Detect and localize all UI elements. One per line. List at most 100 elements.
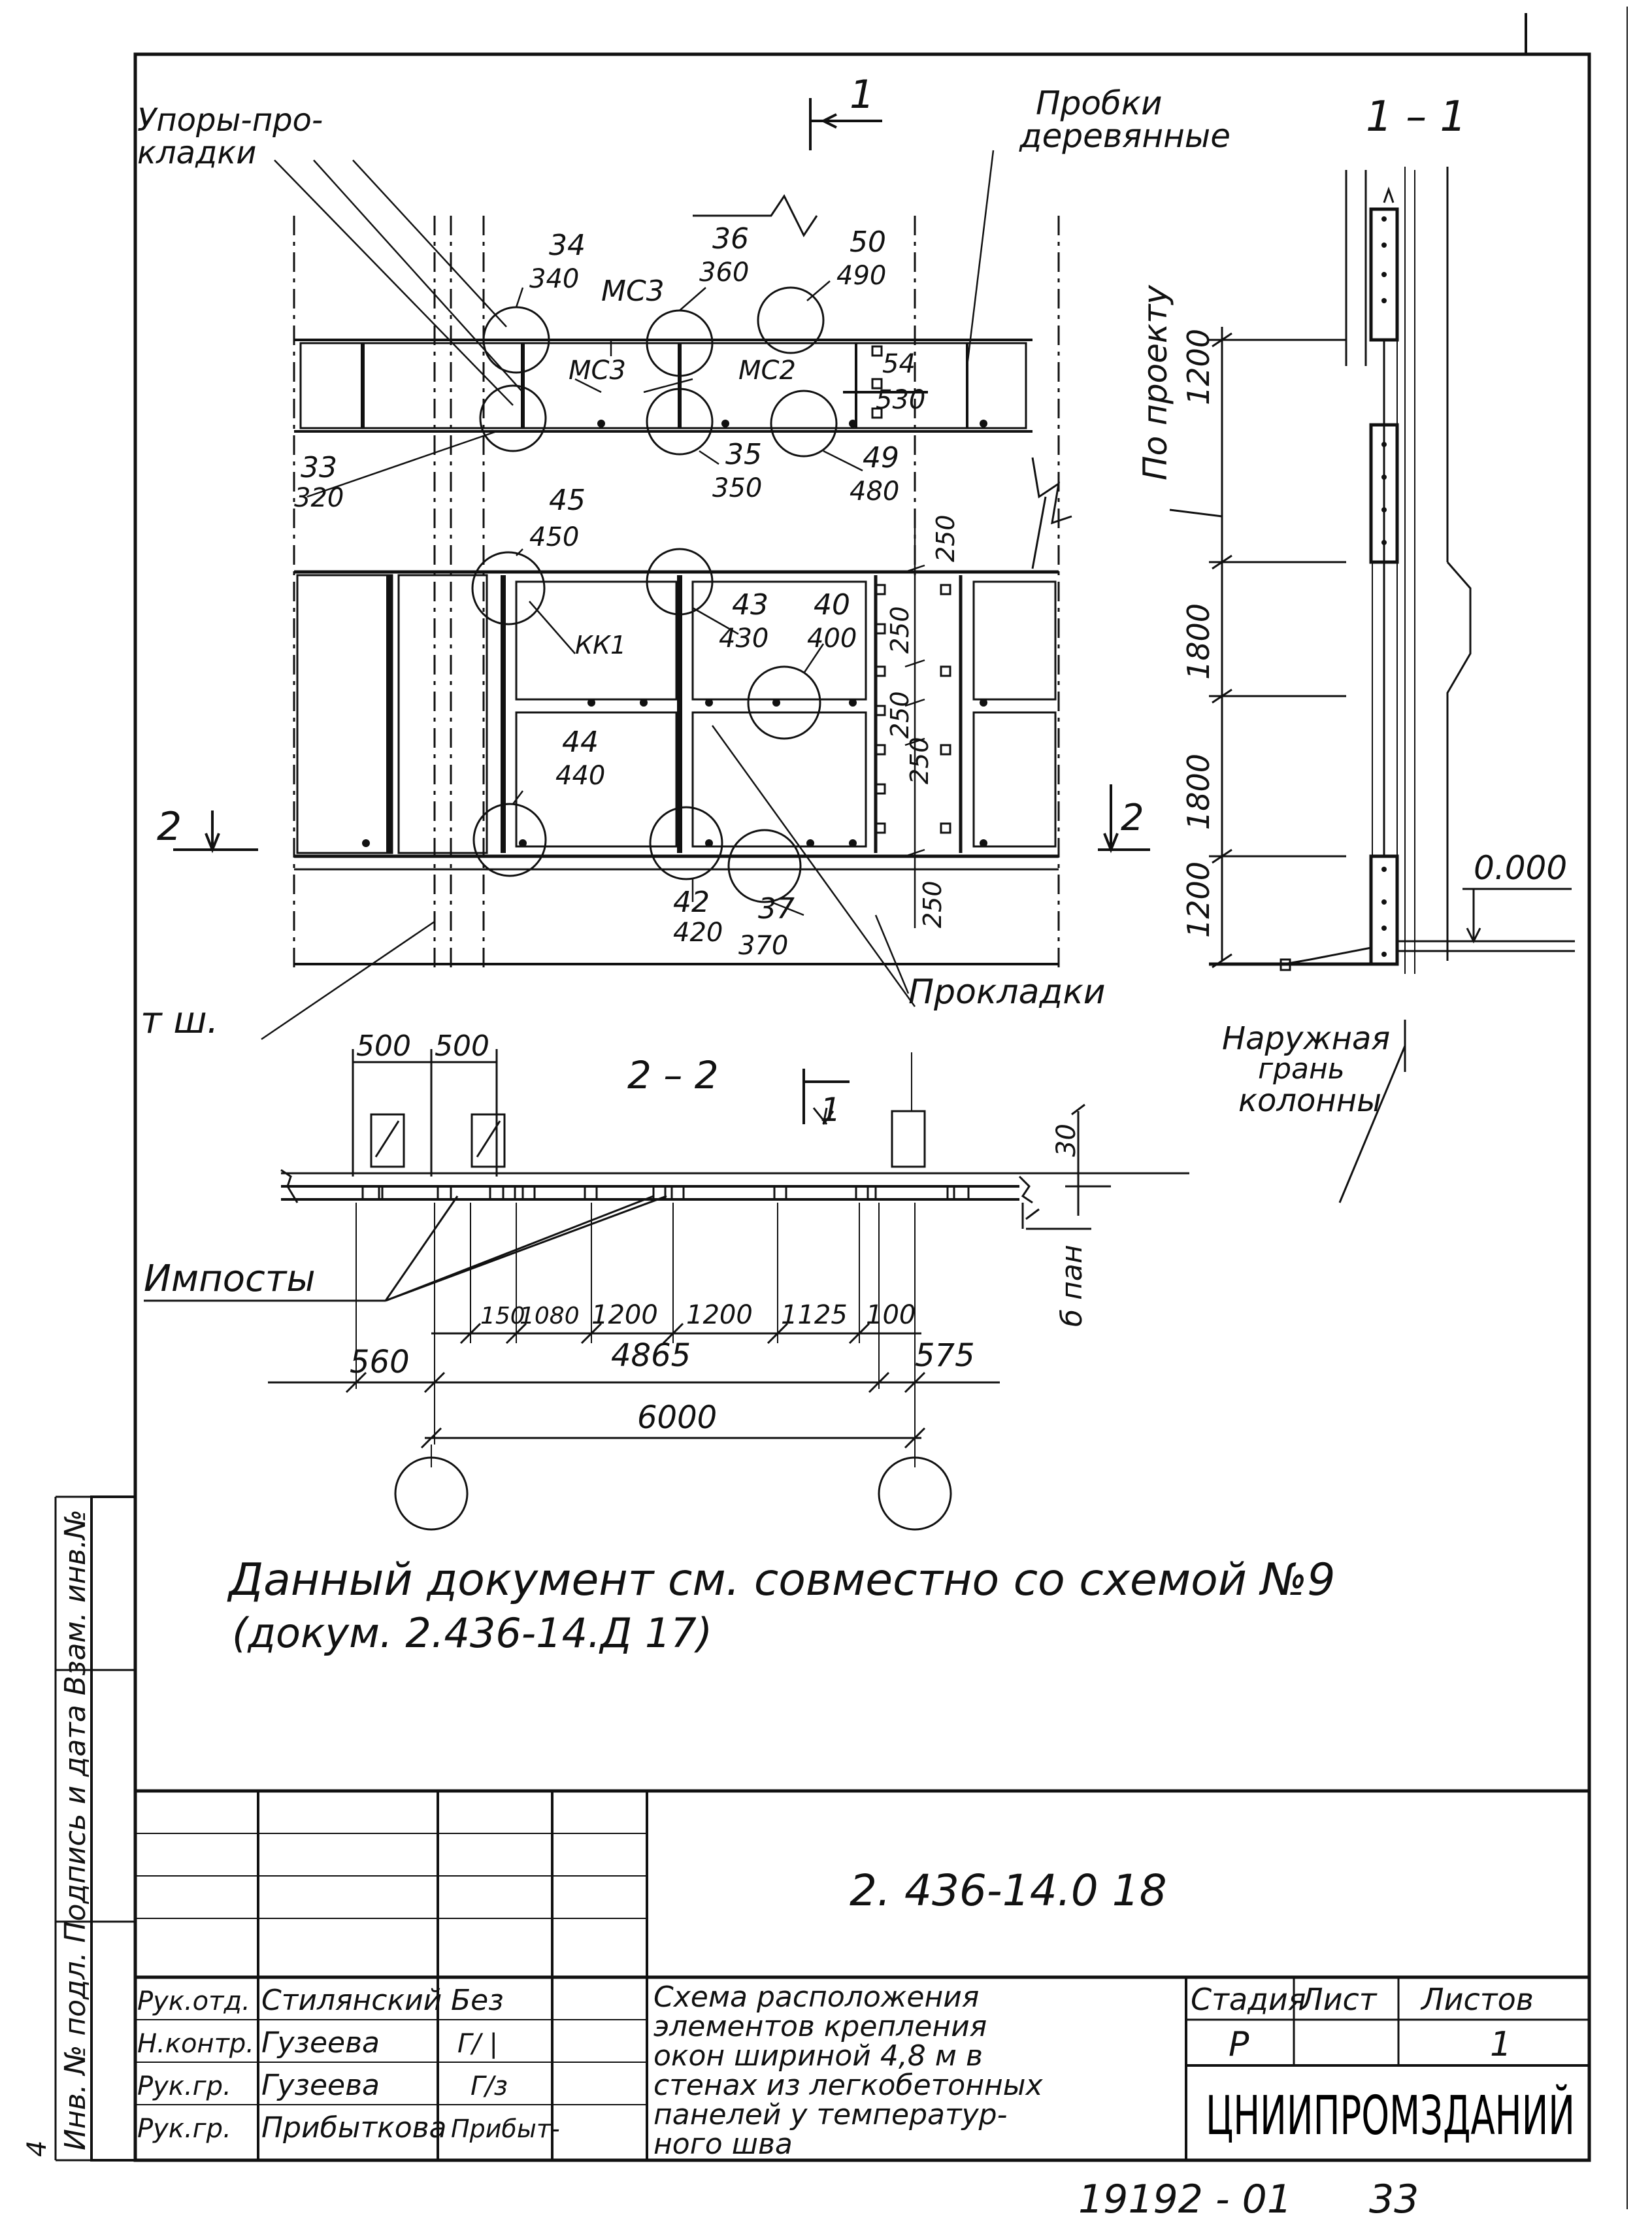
sign-1: Без <box>451 1984 504 2017</box>
dim-1800-b: 1800 <box>1181 754 1216 830</box>
callout-36-sub: 360 <box>699 258 749 288</box>
section-2-2 <box>144 1049 1189 1531</box>
corner-mark: 4 <box>22 2141 52 2157</box>
title-block-text: 2. 436-14.0 18 Рук.отд. Стилянский Без Н… <box>22 1865 1575 2222</box>
dim-1200-top: 1200 <box>1181 329 1216 405</box>
desc-line-2: элементов крепления <box>653 2010 987 2043</box>
bottom-code: 19192 - 01 <box>1078 2177 1292 2222</box>
callout-50-num: 50 <box>850 225 886 259</box>
sign-3: Г/з <box>471 2071 508 2101</box>
role-3: Рук.гр. <box>137 2071 231 2101</box>
label-upory-2: кладки <box>137 135 256 171</box>
section-mark-2-left: 2 <box>157 804 182 850</box>
dim-30: 30 <box>1051 1124 1082 1157</box>
label-prokladki: Прокладки <box>908 973 1106 1012</box>
desc-line-5: панелей у температур- <box>653 2098 1007 2131</box>
page-number: 33 <box>1369 2177 1419 2222</box>
dim-1125: 1125 <box>781 1300 848 1330</box>
facade-elevation <box>173 98 1150 1041</box>
desc-line-4: стенах из легкобетонных <box>653 2069 1043 2102</box>
label-kk1: КК1 <box>575 631 626 660</box>
desc-line-1: Схема расположения <box>653 1980 979 2014</box>
dim-250-a: 250 <box>931 514 960 562</box>
name-1: Стилянский <box>261 1984 442 2017</box>
dim-500-b: 500 <box>435 1029 489 1063</box>
stage-value: Р <box>1229 2025 1249 2064</box>
desc-line-3: окон шириной 4,8 м в <box>653 2039 983 2073</box>
callout-42-num: 42 <box>673 886 710 919</box>
callout-35-sub: 350 <box>712 473 762 503</box>
dim-250-b: 250 <box>885 606 914 654</box>
dim-150: 150 <box>480 1303 525 1329</box>
drawing-code: 2. 436-14.0 18 <box>850 1865 1167 1916</box>
label-probki-1: Пробки <box>1036 84 1162 122</box>
dim-1200-2: 1200 <box>686 1300 753 1330</box>
callout-49-sub: 480 <box>850 476 899 507</box>
sheets-value: 1 <box>1490 2025 1512 2064</box>
dim-250-d: 250 <box>905 737 934 784</box>
callout-49-num: 49 <box>863 441 899 475</box>
dim-1200-bottom: 1200 <box>1181 861 1216 938</box>
callout-42-sub: 420 <box>673 918 723 948</box>
dim-100: 100 <box>866 1300 916 1330</box>
side-stamp: Инв. № подл. Подпись и дата Взам. инв.№ <box>59 1509 92 2150</box>
role-4: Рук.гр. <box>137 2114 231 2144</box>
label-naruzhnaya-3: колонны <box>1238 1082 1381 1119</box>
dim-1200-1: 1200 <box>591 1300 658 1330</box>
dim-575: 575 <box>915 1337 975 1374</box>
label-mc3-mid: МС3 <box>569 356 626 386</box>
callout-36-num: 36 <box>712 222 749 256</box>
dim-250-c: 250 <box>885 691 914 739</box>
sheets-header: Листов <box>1420 1982 1534 2017</box>
desc-line-6: ного шва <box>653 2128 793 2161</box>
callout-34-num: 34 <box>549 229 586 262</box>
note-line-1: Данный документ см. совместно со схемой … <box>227 1554 1336 1606</box>
section-mark-1-top: 1 <box>850 72 874 118</box>
name-2: Гузеева <box>261 2026 380 2060</box>
section-1-1 <box>1169 167 1575 1203</box>
sign-4: Прибыт- <box>451 2114 560 2143</box>
section-mark-1-bottom: 1 <box>820 1091 841 1129</box>
callout-54-sub: 530 <box>876 385 925 415</box>
title-block <box>135 1789 1589 2160</box>
callout-35-num: 35 <box>725 438 762 471</box>
callout-44-sub: 440 <box>555 761 605 791</box>
callout-33-sub: 320 <box>294 483 344 513</box>
section-mark-2-right: 2 <box>1121 797 1144 839</box>
callout-44-num: 44 <box>562 726 599 759</box>
label-upory-1: Упоры-про- <box>137 102 323 139</box>
drawing-text: Упоры-про- кладки Пробки деревянные 1 – … <box>59 72 1567 2150</box>
label-probki-2: деревянные <box>1019 117 1231 155</box>
callout-54-num: 54 <box>882 349 916 379</box>
label-naruzhnaya-1: Наружная <box>1222 1020 1390 1057</box>
label-po-proektu: По проекту <box>1136 284 1174 480</box>
role-1: Рук.отд. <box>137 1986 250 2016</box>
callout-37-sub: 370 <box>738 931 788 961</box>
dim-6000: 6000 <box>637 1399 717 1436</box>
label-mc3-top: МС3 <box>601 275 665 308</box>
section-2-2-title: 2 – 2 <box>627 1053 719 1097</box>
section-1-1-title: 1 – 1 <box>1366 93 1466 141</box>
sheet-frame <box>54 7 1628 2209</box>
callout-40-num: 40 <box>814 588 850 622</box>
label-naruzhnaya-2: грань <box>1258 1052 1345 1086</box>
callout-33-num: 33 <box>301 451 337 484</box>
label-t-sh: т ш. <box>140 999 218 1042</box>
sheet-header: Лист <box>1299 1982 1378 2017</box>
name-3: Гузеева <box>261 2069 380 2102</box>
callout-43-sub: 430 <box>719 624 768 654</box>
stage-header: Стадия <box>1191 1982 1306 2017</box>
callout-45-sub: 450 <box>529 522 579 552</box>
callout-43-num: 43 <box>732 588 768 622</box>
dim-1080: 1080 <box>520 1303 580 1329</box>
elevation-mark: 0.000 <box>1474 849 1567 887</box>
organization: ЦНИИПРОМЗДАНИЙ <box>1206 2084 1575 2147</box>
label-mc2: МС2 <box>738 356 796 386</box>
dim-250-e: 250 <box>918 880 947 928</box>
note-line-2: (докум. 2.436-14.Д 17) <box>232 1609 712 1657</box>
callout-34-sub: 340 <box>529 264 579 294</box>
sign-2: Г/ | <box>457 2029 498 2059</box>
callout-50-sub: 490 <box>836 261 886 291</box>
callout-37-num: 37 <box>758 892 795 926</box>
